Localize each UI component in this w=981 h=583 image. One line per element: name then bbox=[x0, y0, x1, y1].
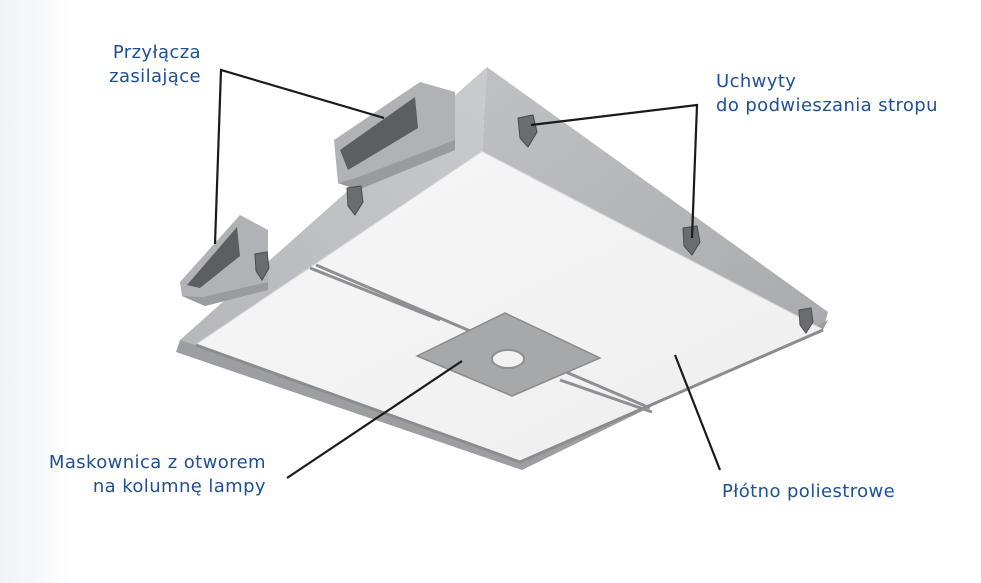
label-mask-line-2: na kolumnę lampy bbox=[92, 476, 266, 497]
leader-hangers bbox=[530, 103, 699, 239]
leader-lines bbox=[213, 68, 722, 479]
leader-mask bbox=[286, 360, 463, 479]
label-ceiling-hangers: Uchwyty do podwieszania stropu bbox=[716, 70, 938, 118]
diffuser-canvas bbox=[195, 152, 824, 464]
label-power-line-1: Przyłącza bbox=[112, 42, 201, 63]
label-polyester-canvas: Płótno poliestrowe bbox=[722, 480, 895, 504]
label-power-line-2: zasilające bbox=[109, 66, 201, 87]
leader-power bbox=[213, 68, 385, 245]
label-canvas-line-1: Płótno poliestrowe bbox=[722, 481, 896, 502]
label-power-connectors: Przyłącza zasilające bbox=[97, 41, 201, 89]
label-mask-plate: Maskownica z otworem na kolumnę lampy bbox=[18, 451, 266, 499]
power-connector-boxes bbox=[180, 82, 455, 306]
label-hangers-line-1: Uchwyty bbox=[716, 71, 797, 92]
label-mask-line-1: Maskownica z otworem bbox=[48, 452, 266, 473]
leader-canvas bbox=[673, 354, 722, 471]
suspension-brackets bbox=[254, 114, 814, 334]
mask-plate bbox=[415, 312, 602, 397]
label-hangers-line-2: do podwieszania stropu bbox=[716, 95, 938, 116]
background-side-band bbox=[0, 0, 70, 583]
